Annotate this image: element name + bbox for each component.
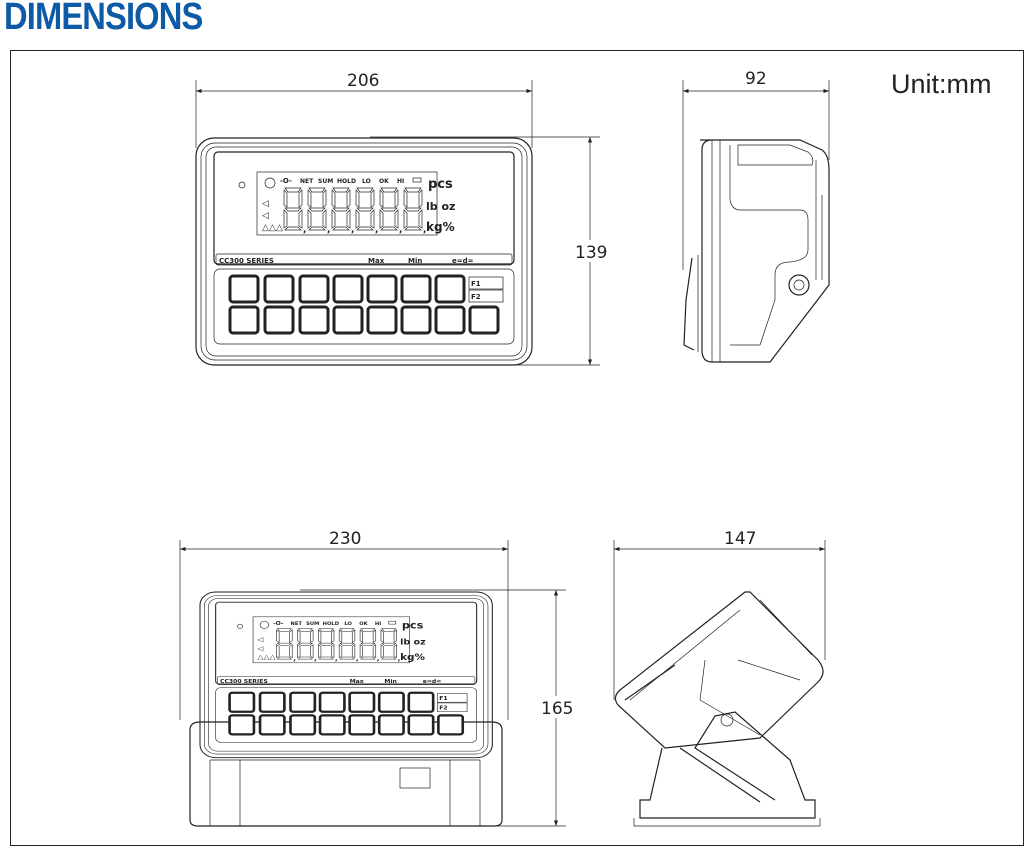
svg-text:◁: ◁ [262,210,269,220]
dim-front-height: 139 [575,243,607,263]
front-view: -O- NET SUM HOLD LO OK HI pcs lb oz kg% … [195,71,608,366]
dim-stand-width: 230 [329,529,361,549]
annunciator-hi: HI [397,178,404,185]
page-title: DIMENSIONS [4,0,203,38]
annunciator-hold: HOLD [337,178,356,185]
dim-stand-depth: 147 [724,529,756,549]
annunciator-net: NET [300,178,314,185]
unit-label: Unit:mm [891,69,992,99]
e-d-label: e=d= [452,257,474,265]
drawing-frame [10,50,1024,846]
front-stand-view: 230 165 [179,529,574,827]
unit-kg-percent: kg% [426,220,455,234]
f1-key-label: F1 [471,280,481,288]
side-stand-view: 147 [613,529,826,827]
side-view: 92 [682,69,830,363]
dim-stand-height: 165 [541,699,573,719]
svg-text:-O-: -O- [280,177,292,185]
f2-key-label: F2 [471,293,481,301]
svg-text:△: △ [262,222,269,232]
unit-lboz: lb oz [426,200,455,213]
dim-side-depth: 92 [745,69,767,89]
svg-text:△: △ [276,222,283,232]
unit-pcs: pcs [428,177,453,192]
annunciator-ok: OK [379,178,389,185]
svg-text:△: △ [269,222,276,232]
dim-front-width: 206 [347,71,379,91]
annunciator-sum: SUM [318,178,333,185]
max-label: Max [368,257,385,265]
min-label: Min [408,257,422,265]
annunciator-lo: LO [362,178,371,185]
indicator-front-face: -O- NET SUM HOLD LO OK HI pcs lb oz kg% … [195,137,533,366]
series-label: CC300 SERIES [219,257,274,265]
svg-text:◁: ◁ [262,198,269,208]
